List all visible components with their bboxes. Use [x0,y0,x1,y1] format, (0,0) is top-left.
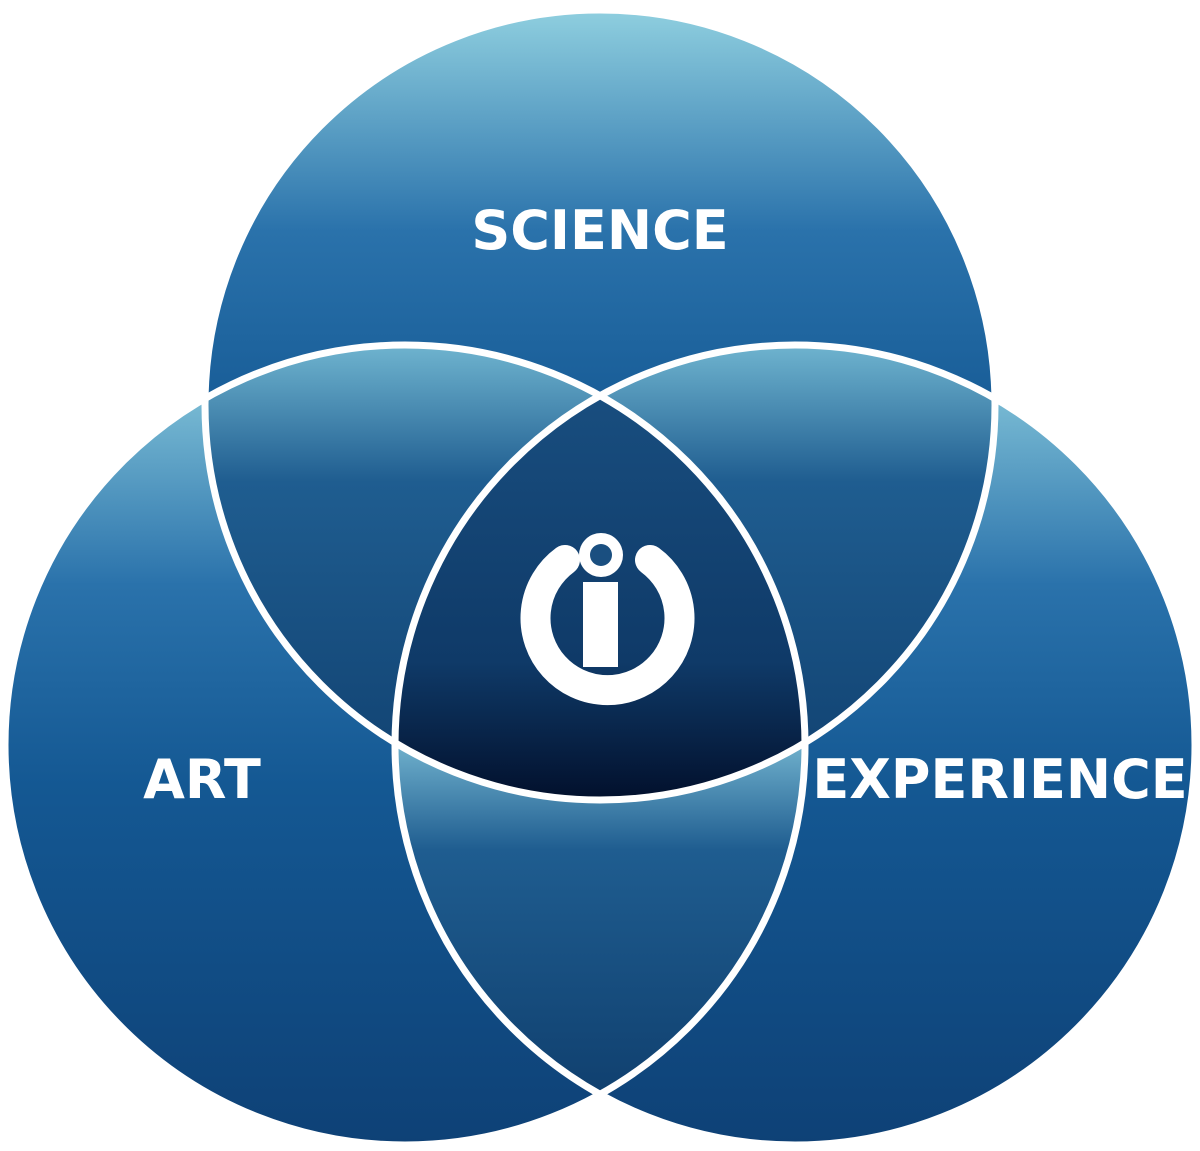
outline-experience [391,341,1199,1149]
outline-science [201,6,999,804]
label-science: SCIENCE [471,199,728,262]
outline-art [1,341,809,1149]
info-logo-icon [520,533,695,706]
label-art: ART [143,748,261,811]
label-experience: EXPERIENCE [812,748,1187,811]
